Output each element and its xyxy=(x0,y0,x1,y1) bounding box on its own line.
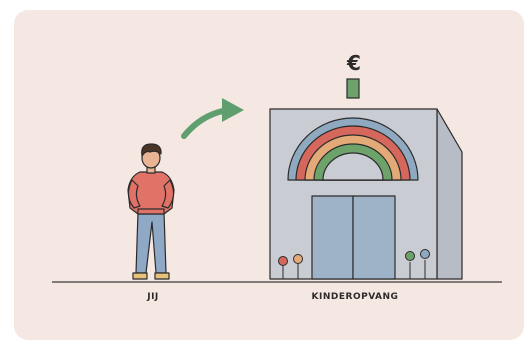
daycare-building-illustration xyxy=(270,109,462,279)
curved-arrow-icon xyxy=(184,98,244,136)
label-you: JIJ xyxy=(128,292,178,302)
euro-icon: € xyxy=(346,51,361,75)
person-illustration xyxy=(128,144,174,279)
label-daycare: KINDEROPVANG xyxy=(295,292,415,302)
chimney xyxy=(347,79,359,98)
